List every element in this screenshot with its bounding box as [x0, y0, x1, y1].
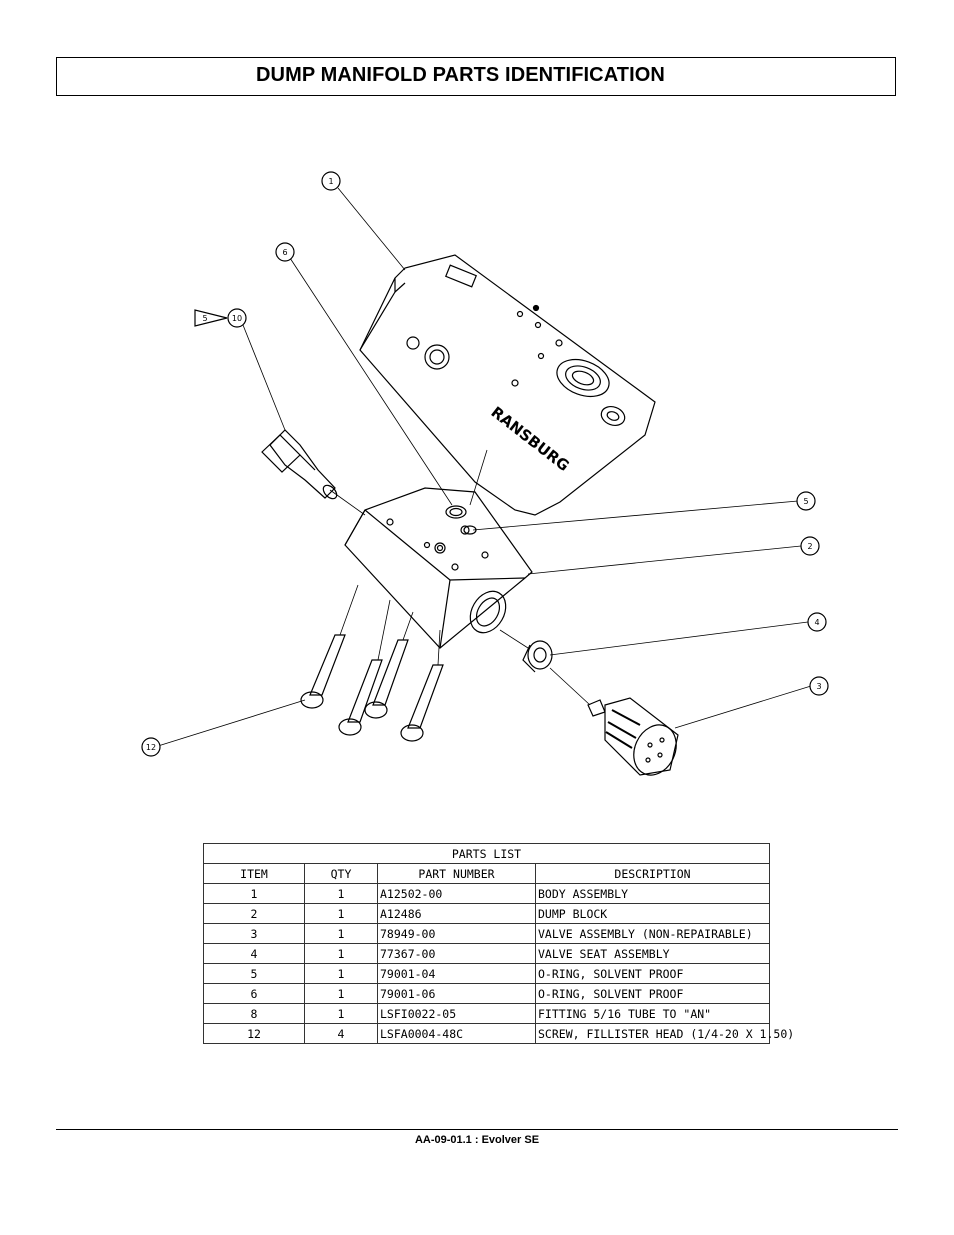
cell-part-number: 79001-04	[377, 963, 536, 984]
tube-fitting	[261, 429, 338, 500]
cell-item: 2	[203, 903, 305, 924]
cell-description: VALVE ASSEMBLY (NON-REPAIRABLE)	[535, 923, 770, 944]
callout-1: 1	[328, 177, 333, 186]
parts-list-caption: PARTS LIST	[203, 843, 770, 864]
valve-seat	[522, 640, 553, 673]
cell-item: 8	[203, 1003, 305, 1024]
exploded-parts-drawing: RANSBURG	[141, 171, 829, 776]
callout-5: 5	[803, 497, 808, 506]
header-qty: QTY	[304, 863, 378, 884]
header-item: ITEM	[203, 863, 305, 884]
cell-qty: 1	[304, 983, 378, 1004]
cell-description: SCREW, FILLISTER HEAD (1/4-20 X 1.50)	[535, 1023, 794, 1044]
cell-item: 12	[203, 1023, 305, 1044]
cell-qty: 1	[304, 903, 378, 924]
cell-qty: 1	[304, 923, 378, 944]
cell-part-number: 78949-00	[377, 923, 536, 944]
fillister-screws	[300, 634, 444, 742]
body-assembly	[359, 254, 656, 516]
callout-6: 6	[282, 248, 287, 257]
header-description: DESCRIPTION	[535, 863, 770, 884]
callout-12: 12	[146, 743, 156, 752]
cell-qty: 1	[304, 963, 378, 984]
valve-assembly	[587, 697, 679, 776]
cell-part-number: LSFI0022-05	[377, 1003, 536, 1024]
callout-10: 10	[232, 314, 242, 323]
cell-part-number: A12486	[377, 903, 536, 924]
cell-item: 5	[203, 963, 305, 984]
cell-description: BODY ASSEMBLY	[535, 883, 770, 904]
callout-3: 3	[816, 682, 821, 691]
dump-block	[344, 487, 533, 649]
header-part-number: PART NUMBER	[377, 863, 536, 884]
cell-qty: 1	[304, 1003, 378, 1024]
cell-description: VALVE SEAT ASSEMBLY	[535, 943, 770, 964]
o-ring-6	[445, 505, 467, 519]
note-flag	[194, 309, 228, 327]
footer-rule	[56, 1129, 898, 1130]
parts-list-table: PARTS LIST ITEM QTY PART NUMBER DESCRIPT…	[203, 843, 794, 1044]
cell-qty: 1	[304, 943, 378, 964]
cell-description: DUMP BLOCK	[535, 903, 770, 924]
cell-item: 6	[203, 983, 305, 1004]
cell-qty: 1	[304, 883, 378, 904]
cell-part-number: 79001-06	[377, 983, 536, 1004]
cell-item: 3	[203, 923, 305, 944]
cell-qty: 4	[304, 1023, 378, 1044]
page-title: DUMP MANIFOLD PARTS IDENTIFICATION	[256, 64, 665, 86]
cell-item: 4	[203, 943, 305, 964]
cell-description: O-RING, SOLVENT PROOF	[535, 963, 770, 984]
callout-2: 2	[807, 542, 812, 551]
parts-list-header-row: ITEM QTY PART NUMBER DESCRIPTION	[203, 863, 770, 884]
footer-doc-id: AA-09-01.1 : Evolver SE	[414, 1134, 540, 1146]
page-title-box: DUMP MANIFOLD PARTS IDENTIFICATION	[56, 57, 896, 96]
cell-item: 1	[203, 883, 305, 904]
cell-part-number: 77367-00	[377, 943, 536, 964]
callout-4: 4	[814, 618, 819, 627]
cell-description: O-RING, SOLVENT PROOF	[535, 983, 770, 1004]
note-flag-label: 5	[202, 314, 207, 323]
cell-part-number: LSFA0004-48C	[377, 1023, 536, 1044]
cell-description: FITTING 5/16 TUBE TO "AN"	[535, 1003, 770, 1024]
cell-part-number: A12502-00	[377, 883, 536, 904]
